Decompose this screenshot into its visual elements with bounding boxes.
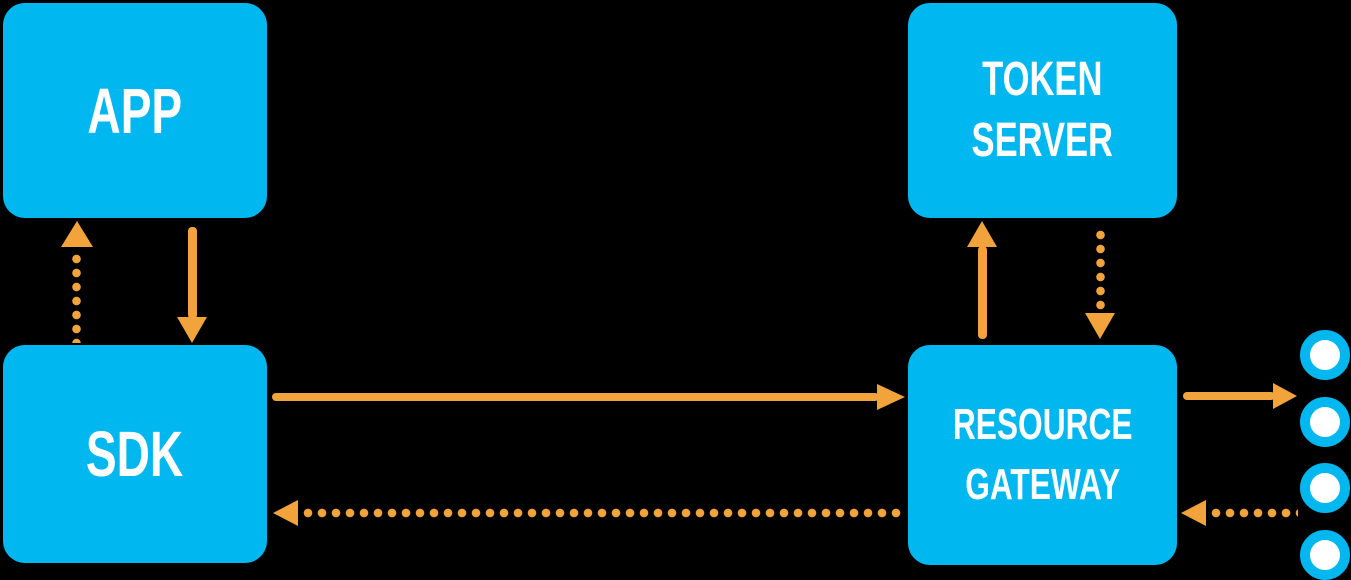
endpoint-circle-4: [1300, 530, 1350, 580]
node-resource-gateway-label: RESOURCE GATEWAY: [953, 395, 1133, 515]
arrow-gateway-to-token-server-line: [978, 246, 987, 339]
node-resource-gateway-label-line1: RESOURCE: [952, 400, 1133, 450]
node-token-server-label: TOKEN SERVER: [972, 50, 1114, 172]
arrow-sdk-to-gateway-arrowhead-icon: [877, 384, 905, 410]
node-sdk-label: SDK: [86, 418, 184, 490]
arrow-endpoints-to-gateway-arrowhead-icon: [1181, 500, 1206, 526]
node-token-server-label-line1: TOKEN: [982, 52, 1103, 106]
arrow-sdk-to-gateway-line: [272, 393, 879, 401]
endpoint-circle-2: [1300, 397, 1350, 447]
arrow-sdk-to-app-dotted-line: [72, 252, 81, 343]
node-resource-gateway: RESOURCE GATEWAY: [908, 345, 1177, 565]
node-app-label: APP: [87, 74, 183, 147]
arrow-gateway-to-sdk-arrowhead-icon: [273, 500, 298, 526]
arrow-token-server-to-gateway-arrowhead-icon: [1085, 313, 1115, 339]
arrow-sdk-to-app-arrowhead-icon: [61, 221, 93, 247]
node-sdk: SDK: [3, 345, 267, 563]
arrow-gateway-to-endpoints-line: [1183, 392, 1275, 400]
arrow-token-server-to-gateway-dotted-line: [1096, 228, 1105, 314]
endpoint-circle-1: [1300, 330, 1350, 380]
endpoint-circle-3: [1300, 463, 1350, 513]
arrow-gateway-to-endpoints-arrowhead-icon: [1273, 383, 1297, 409]
arrow-gateway-to-token-server-arrowhead-icon: [967, 221, 997, 247]
node-app: APP: [3, 3, 267, 218]
arrow-endpoints-to-gateway-dotted-line: [1209, 508, 1298, 518]
node-token-server-label-line2: SERVER: [971, 113, 1114, 167]
node-resource-gateway-label-line2: GATEWAY: [965, 460, 1120, 509]
arrow-gateway-to-sdk-dotted-line: [301, 508, 902, 518]
node-token-server: TOKEN SERVER: [908, 3, 1177, 218]
arrow-app-to-sdk-arrowhead-icon: [177, 317, 207, 343]
arrow-app-to-sdk-line: [188, 227, 197, 319]
